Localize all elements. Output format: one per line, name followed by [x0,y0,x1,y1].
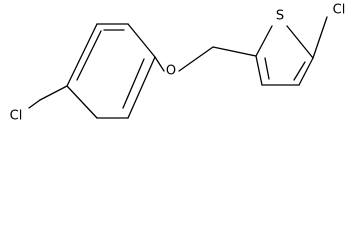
thiophene-double-bond-1 [264,57,270,80]
ring-bond-4 [127,56,156,119]
ring-double-bond-3 [122,58,145,109]
benzene-ring [66,23,156,119]
atom-label-cl-left: Cl [10,109,23,124]
bond-ring-o [154,56,165,72]
atom-label-sulfur: S [276,9,284,24]
thiophene-bond-c3-c2 [255,55,263,86]
thiophene-bond-c5-c4 [298,57,314,86]
bond-c5-cl [312,16,328,59]
bond-ch2-ring [39,85,68,101]
ring-bond-6 [66,85,98,119]
thiophene-bond-c2-s [255,25,273,57]
thiophene-bond-s-c5 [286,25,314,59]
thiophene-ring [255,16,328,86]
atom-label-cl-right: Cl [333,3,346,18]
ring-bond-3 [127,23,156,58]
bond-cl-ch2 [28,99,41,109]
ring-bond-1 [66,23,98,87]
background [0,0,358,129]
bond-ch2-thiophene [212,46,257,57]
thiophene-double-bond-2 [293,61,306,81]
ring-double-bond-1 [76,30,102,81]
atom-label-oxygen: O [166,64,176,79]
chloromethyl-group [28,85,68,109]
bond-o-ch2 [178,46,214,72]
structure-diagram: Cl O S Cl [0,0,358,129]
ether-linker [154,46,257,72]
